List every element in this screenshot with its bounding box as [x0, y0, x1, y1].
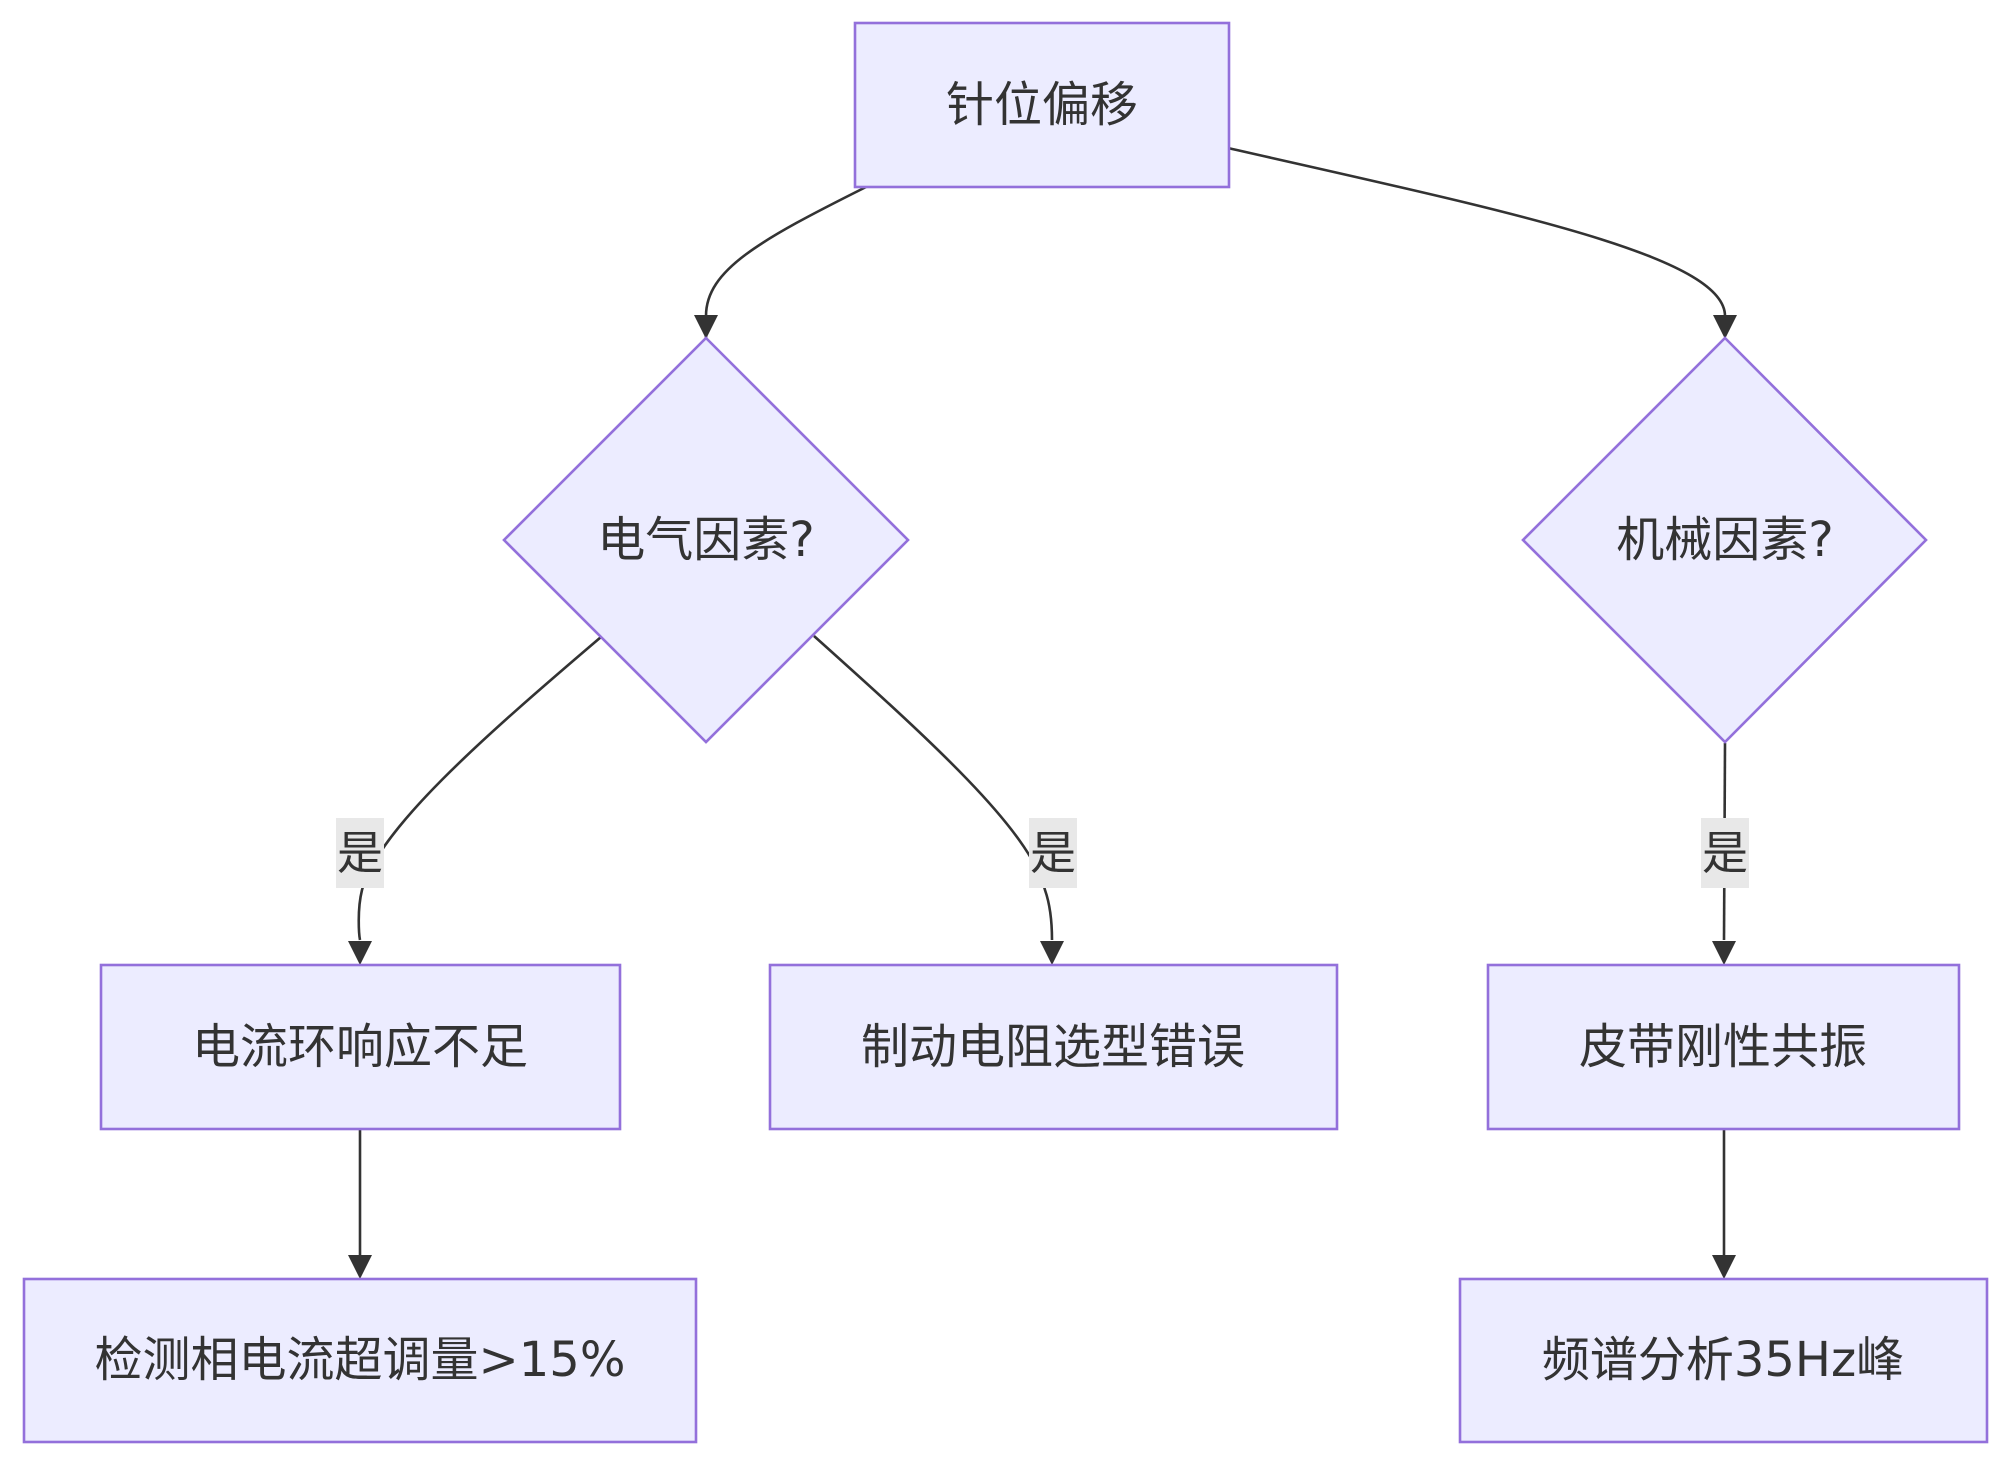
node-spectrum: 频谱分析35Hz峰 [1458, 1277, 1989, 1444]
edge-label-mechanical-belt: 是 [1702, 826, 1748, 880]
node-current-loop: 电流环响应不足 [99, 963, 622, 1131]
edge-electrical-to-brake-resistor [813, 635, 1054, 941]
node-brake-resistor: 制动电阻选型错误 [768, 963, 1339, 1131]
edge-root-to-electrical [704, 185, 867, 338]
arrowhead-mechanical [1713, 315, 1737, 339]
arrowhead-belt [1712, 941, 1736, 965]
node-brake-resistor-label: 制动电阻选型错误 [861, 1019, 1245, 1075]
arrowhead-overshoot [348, 1255, 372, 1279]
edge-labels: 是 是 是 [336, 818, 1749, 888]
arrowhead-current-loop [348, 941, 372, 965]
edge-label-electrical-current-loop: 是 [337, 826, 383, 880]
arrowhead-electrical [694, 315, 718, 339]
arrowhead-brake-resistor [1040, 941, 1064, 965]
node-belt-resonance-label: 皮带刚性共振 [1579, 1019, 1867, 1075]
edges [348, 146, 1737, 1279]
edge-electrical-to-current-loop [357, 636, 602, 941]
decision-mechanical-label: 机械因素? [1616, 512, 1833, 568]
edge-root-to-mechanical [1227, 146, 1727, 317]
node-spectrum-label: 频谱分析35Hz峰 [1542, 1332, 1904, 1388]
node-overshoot: 检测相电流超调量>15% [22, 1277, 698, 1444]
node-belt-resonance: 皮带刚性共振 [1486, 963, 1961, 1131]
node-root: 针位偏移 [853, 21, 1231, 189]
edge-label-electrical-brake-resistor: 是 [1030, 826, 1076, 880]
arrowhead-spectrum [1712, 1255, 1736, 1279]
node-root-label: 针位偏移 [946, 77, 1138, 133]
node-overshoot-label: 检测相电流超调量>15% [95, 1332, 626, 1388]
decision-electrical: 电气因素? [502, 336, 910, 744]
decision-mechanical: 机械因素? [1521, 336, 1928, 744]
node-current-loop-label: 电流环响应不足 [192, 1019, 528, 1075]
decision-electrical-label: 电气因素? [597, 512, 814, 568]
